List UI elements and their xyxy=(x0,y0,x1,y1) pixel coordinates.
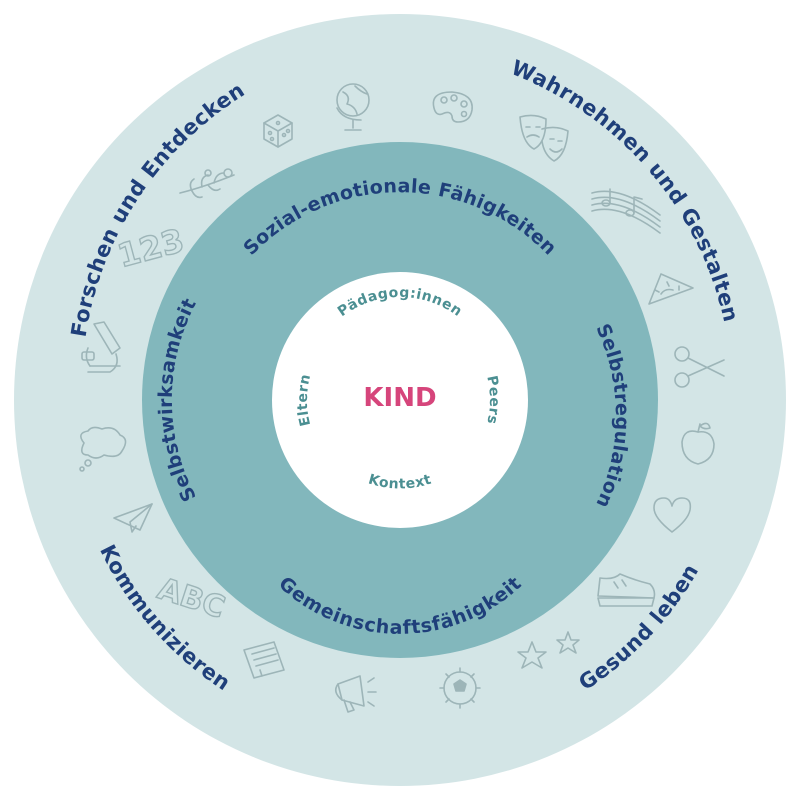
center-label-kind: KIND xyxy=(363,383,436,413)
dice-icon xyxy=(263,114,293,148)
heart-icon xyxy=(653,497,692,533)
document-icon xyxy=(243,641,285,679)
inner-label-eltern: Eltern xyxy=(295,372,314,427)
inner-label-kontext: Kontext xyxy=(367,472,434,493)
music-notes-icon xyxy=(591,188,661,234)
apple-icon xyxy=(681,422,715,465)
football-icon xyxy=(439,667,481,709)
scissors-icon xyxy=(674,346,725,388)
inner-circle xyxy=(272,272,528,528)
protractor-icon xyxy=(648,273,694,305)
globe-icon xyxy=(336,83,370,131)
inner-label-peers: Peers xyxy=(483,374,502,425)
palette-icon xyxy=(432,91,473,123)
megaphone-icon xyxy=(334,675,377,713)
paper-plane-icon xyxy=(113,503,153,533)
stars-icon xyxy=(517,631,580,669)
microscope-icon xyxy=(81,321,121,373)
theater-masks-icon xyxy=(519,114,569,162)
flower-branch-icon xyxy=(179,168,235,199)
shoe-icon xyxy=(597,573,656,607)
thought-bubble-icon xyxy=(79,426,127,472)
